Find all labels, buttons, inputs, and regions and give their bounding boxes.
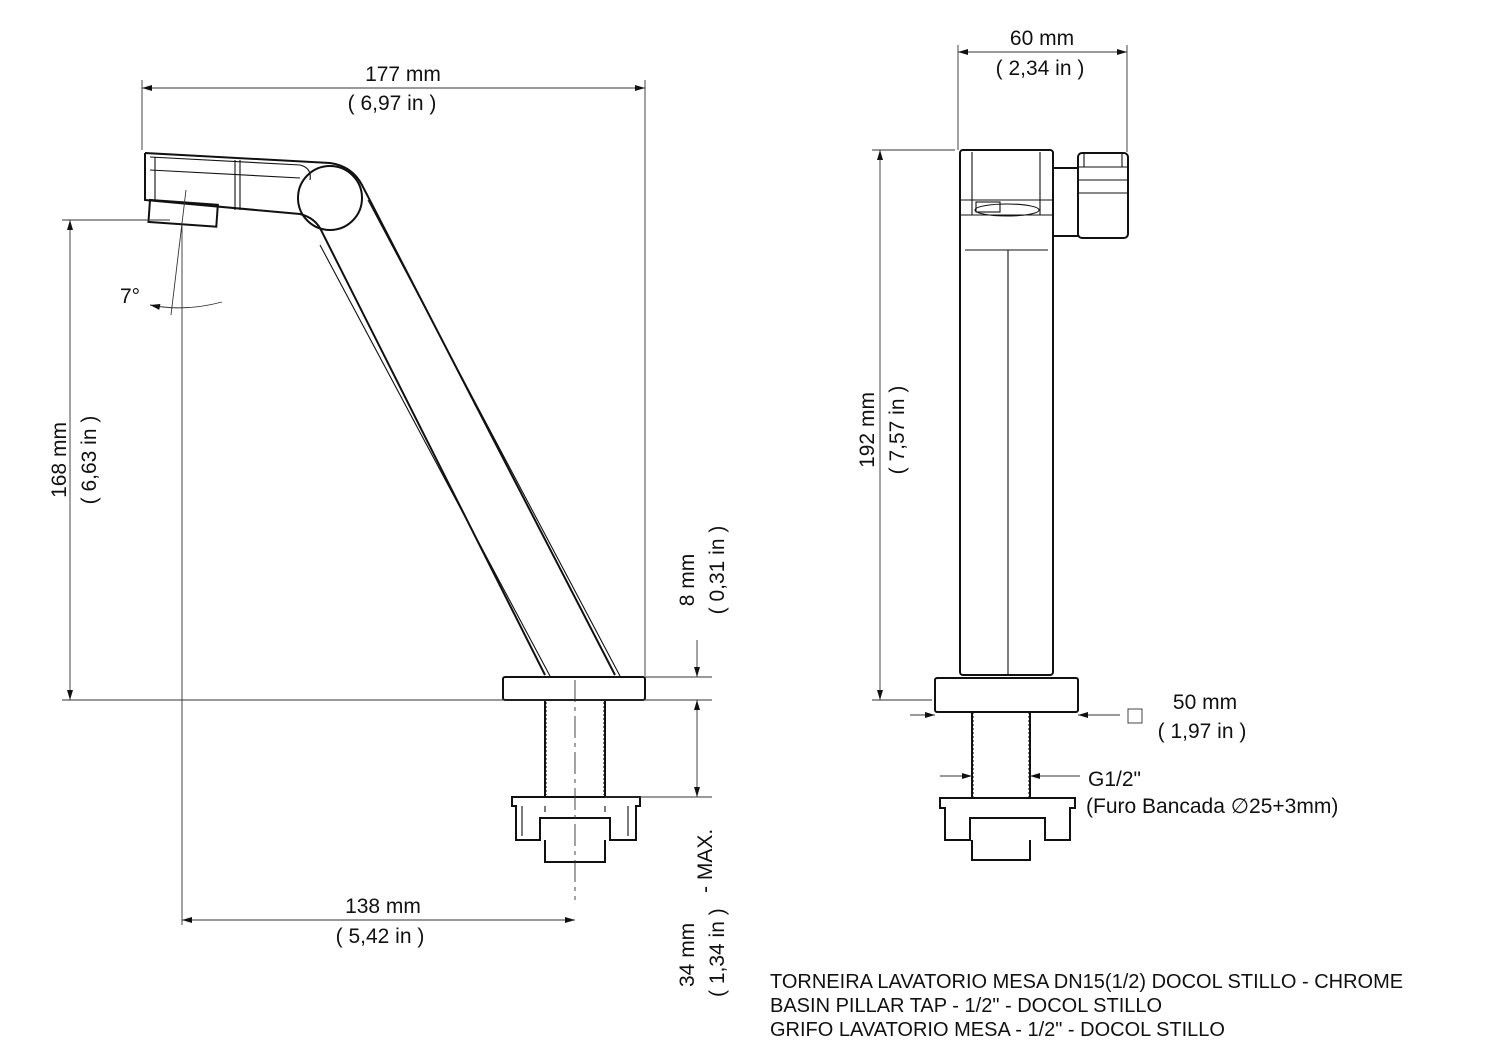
dim-34-mm: 34 mm bbox=[676, 923, 699, 987]
dim-50-in: ( 1,97 in ) bbox=[1158, 720, 1247, 743]
thread-note: (Furo Bancada ∅25+3mm) bbox=[1086, 795, 1338, 818]
side-view: 177 mm ( 6,97 in ) 168 mm ( 6,63 in ) 7°… bbox=[48, 63, 729, 997]
dim-168-mm: 168 mm bbox=[48, 422, 71, 498]
dim-168-in: ( 6,63 in ) bbox=[78, 416, 101, 505]
faucet-front-outline bbox=[934, 149, 1129, 861]
dim-177-in: ( 6,97 in ) bbox=[348, 92, 437, 115]
dim-34-in: ( 1,34 in ) bbox=[706, 908, 729, 997]
dim-8-in: ( 0,31 in ) bbox=[706, 526, 729, 615]
faucet-side-outline bbox=[144, 152, 646, 863]
dim-60-in: ( 2,34 in ) bbox=[996, 57, 1085, 80]
title-block: TORNEIRA LAVATORIO MESA DN15(1/2) DOCOL … bbox=[770, 971, 1403, 1041]
dim-192-mm: 192 mm bbox=[856, 392, 879, 468]
square-symbol-icon bbox=[1127, 708, 1143, 724]
dim-8-mm: 8 mm bbox=[676, 554, 699, 607]
title-line-3: GRIFO LAVATORIO MESA - 1/2" - DOCOL STIL… bbox=[770, 1019, 1225, 1041]
thread-label: G1/2" bbox=[1088, 768, 1141, 791]
title-line-1: TORNEIRA LAVATORIO MESA DN15(1/2) DOCOL … bbox=[770, 971, 1403, 993]
dim-177-mm: 177 mm bbox=[365, 63, 441, 86]
dim-50-mm: 50 mm bbox=[1173, 691, 1237, 714]
front-view: 60 mm ( 2,34 in ) 192 mm ( 7,57 in ) 50 … bbox=[856, 27, 1338, 861]
angle-arc bbox=[149, 301, 223, 310]
angle-label: 7° bbox=[120, 285, 140, 308]
dim-138-in: ( 5,42 in ) bbox=[336, 925, 425, 948]
dim-192-in: ( 7,57 in ) bbox=[886, 386, 909, 475]
dim-34-max: - MAX. bbox=[694, 829, 717, 893]
dim-138-mm: 138 mm bbox=[345, 895, 421, 918]
title-line-2: BASIN PILLAR TAP - 1/2" - DOCOL STILLO bbox=[770, 995, 1162, 1017]
dim-60-mm: 60 mm bbox=[1010, 27, 1074, 50]
